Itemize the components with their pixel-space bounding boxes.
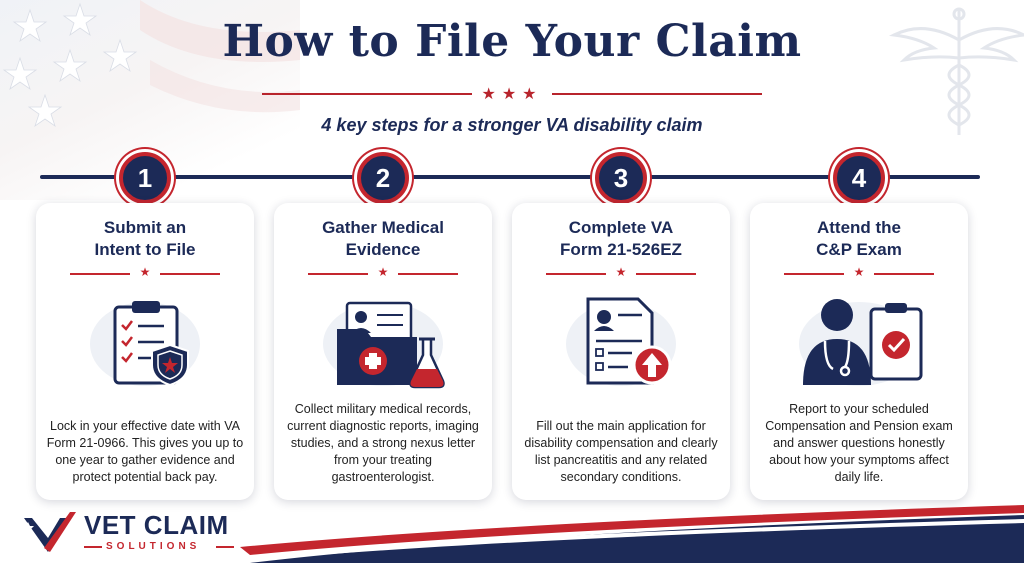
step-3-description: Fill out the main application for disabi… (524, 419, 718, 484)
page-subtitle: 4 key steps for a stronger VA disability… (321, 115, 703, 135)
tagline-line-left (84, 546, 102, 548)
divider-line-left (262, 93, 472, 95)
bottom-wave-decoration (240, 505, 1024, 563)
flag-mark-icon (22, 512, 76, 552)
step-4-card: Attend the C&P Exam ★ Report to your sch… (750, 203, 968, 500)
step-2-description: Collect military medical records, curren… (287, 402, 479, 484)
tagline-line-right (216, 546, 234, 548)
flag-stars-decoration (2, 0, 300, 128)
step-3-number-badge: 3 (595, 152, 647, 204)
brand-logo: VET CLAIM SOLUTIONS (20, 508, 260, 558)
step-3-title-line1: Complete VA (568, 218, 674, 237)
timeline-line (40, 175, 980, 179)
step-1-number-badge: 1 (119, 152, 171, 204)
step-1-title-line1: Submit an (103, 218, 187, 237)
step-3-divider: ★ (546, 265, 696, 281)
step-4-title: Attend the C&P Exam (750, 217, 968, 261)
divider-stars: ★★★ (481, 86, 543, 103)
brand-name: VET CLAIM (84, 510, 229, 540)
doctor-checklist-icon (799, 299, 923, 386)
step-4-number-badge: 4 (833, 152, 885, 204)
step-3-title-line2: Form 21-526EZ (560, 240, 682, 259)
step-1-card: Submit an Intent to File ★ Lock in your … (36, 203, 254, 500)
medical-folder-flask-icon (323, 301, 445, 389)
form-upload-icon (566, 297, 676, 386)
step-4-description: Report to your scheduled Compensation an… (765, 402, 953, 484)
caduceus-icon (888, 7, 1024, 135)
step-2-title: Gather Medical Evidence (274, 217, 492, 261)
step-2-card: Gather Medical Evidence ★ Collect milita… (274, 203, 492, 500)
step-1-title-line2: Intent to File (94, 240, 196, 259)
step-1-title: Submit an Intent to File (36, 217, 254, 261)
step-4-title-line2: C&P Exam (816, 240, 902, 259)
step-1-description: Lock in your effective date with VA Form… (46, 419, 244, 484)
clipboard-shield-icon (90, 301, 200, 387)
step-4-title-line1: Attend the (816, 218, 902, 237)
step-1-divider: ★ (70, 265, 220, 281)
step-3-title: Complete VA Form 21-526EZ (512, 217, 730, 261)
step-2-title-line1: Gather Medical (322, 218, 444, 237)
title-divider: ★★★ (262, 84, 762, 104)
page-title: How to File Your Claim (222, 16, 802, 67)
brand-tagline: SOLUTIONS (106, 541, 201, 552)
step-2-divider: ★ (308, 265, 458, 281)
divider-line-right (552, 93, 762, 95)
step-3-card: Complete VA Form 21-526EZ ★ Fill out the… (512, 203, 730, 500)
step-4-divider: ★ (784, 265, 934, 281)
step-2-title-line2: Evidence (345, 240, 421, 259)
step-2-number-badge: 2 (357, 152, 409, 204)
